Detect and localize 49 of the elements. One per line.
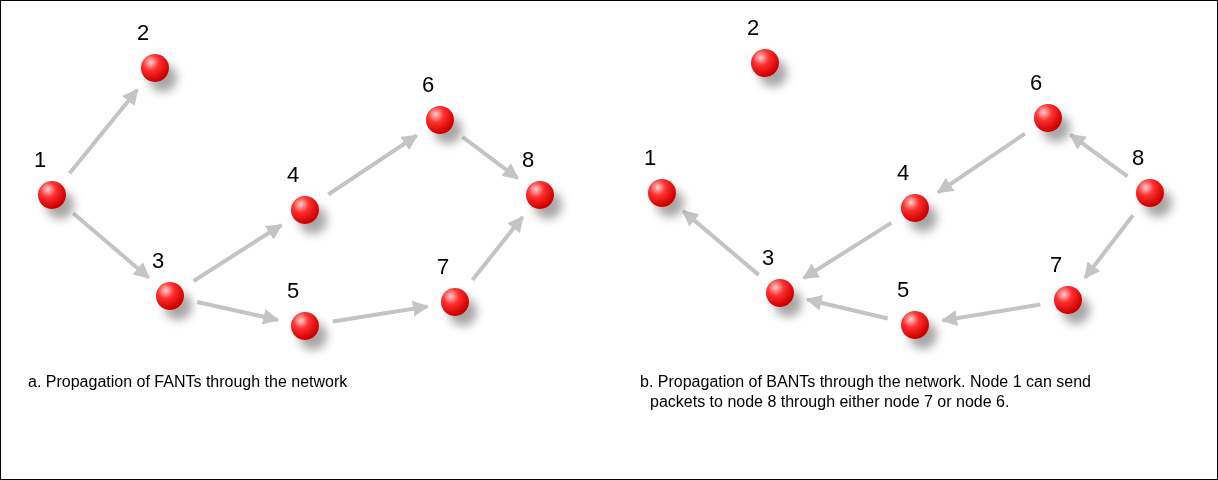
arrow [682, 209, 760, 277]
sphere-node [1054, 286, 1082, 314]
sphere-node [901, 194, 929, 222]
sphere-node [901, 311, 929, 339]
sphere-node [1034, 104, 1062, 132]
node-number: 1 [34, 147, 47, 173]
node-number: 6 [1030, 70, 1043, 96]
sphere-node [441, 288, 469, 316]
sphere-node [766, 279, 794, 307]
sphere-node [291, 196, 319, 224]
arrow [805, 295, 889, 321]
node-number: 2 [747, 15, 760, 41]
arrow [1083, 214, 1135, 280]
sphere-node [38, 181, 66, 209]
node-number: 8 [1132, 145, 1145, 171]
sphere-node [426, 106, 454, 134]
node-number: 7 [437, 254, 450, 280]
arrow [461, 135, 519, 180]
sphere-node [141, 54, 169, 82]
node-number: 3 [762, 245, 775, 271]
node-number: 3 [152, 248, 165, 274]
arrow [327, 133, 419, 197]
node-number: 5 [287, 278, 300, 304]
arrow [71, 211, 151, 280]
node-number: 7 [1050, 252, 1063, 278]
arrow [196, 300, 280, 325]
node-number: 4 [897, 160, 910, 186]
arrow [941, 302, 1041, 327]
sphere-node [291, 312, 319, 340]
node-number: 5 [897, 277, 910, 303]
arrow [332, 300, 429, 324]
node-number: 8 [522, 147, 535, 173]
caption-text: a. Propagation of FANTs through the network [28, 372, 349, 392]
sphere-node [1136, 179, 1164, 207]
arrow [192, 223, 283, 283]
sphere-node [156, 282, 184, 310]
arrow [68, 88, 139, 175]
caption-text: b. Propagation of BANTs through the network. Node 1 can send packets to node 8 through either node 7 or node 6. [640, 372, 1092, 412]
sphere-node [751, 49, 779, 77]
arrow [1069, 132, 1129, 179]
node-number: 6 [422, 72, 435, 98]
node-number: 1 [644, 145, 657, 171]
sphere-node [648, 179, 676, 207]
node-number: 4 [287, 162, 300, 188]
arrow [802, 221, 893, 280]
sphere-node [526, 181, 554, 209]
node-number: 2 [137, 20, 150, 46]
arrow [936, 132, 1026, 194]
arrow [470, 215, 525, 282]
